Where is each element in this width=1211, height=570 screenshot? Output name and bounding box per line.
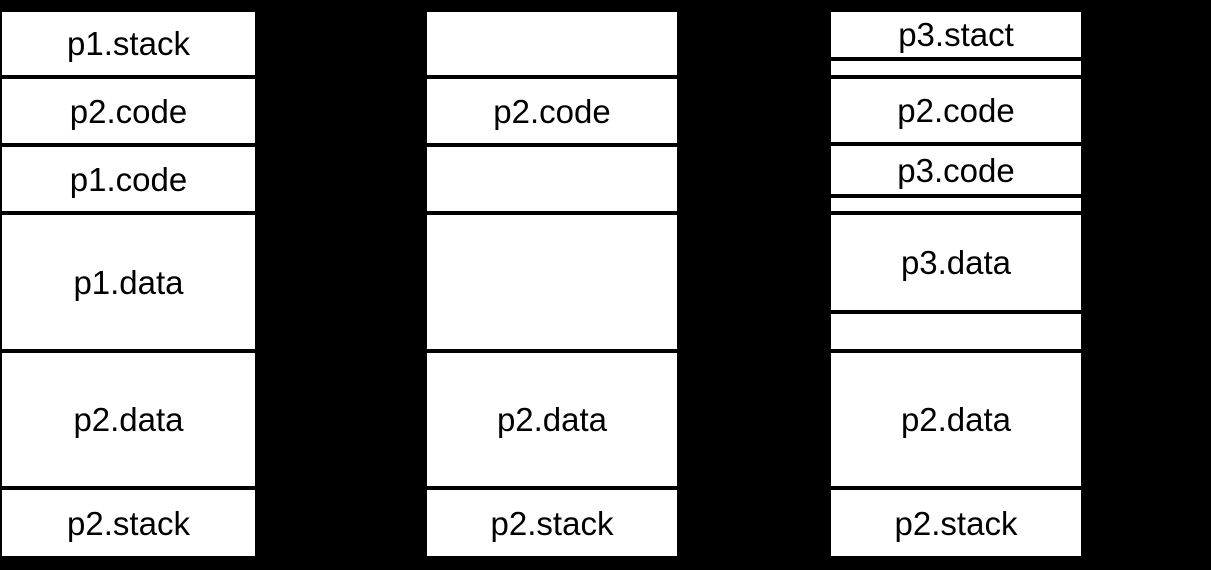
memory-block-label: p2.code	[69, 92, 188, 130]
block-p2-data: p2.data	[0, 351, 257, 488]
block-p1-stack: p1.stack	[0, 10, 257, 77]
memory-block-label: p1.code	[69, 160, 188, 198]
block-p3-stact: p3.stact	[829, 10, 1083, 59]
memory-block-label: p2.stack	[67, 504, 190, 542]
memory-state-2: p2.code p2.data p2.stack	[425, 10, 679, 558]
memory-block-label: p1.data	[73, 263, 184, 301]
block-p3-data: p3.data	[829, 213, 1083, 312]
block-free	[425, 145, 679, 213]
block-free	[425, 10, 679, 77]
block-p2-code: p2.code	[0, 77, 257, 145]
memory-block-label: p3.stact	[898, 16, 1014, 53]
block-free	[829, 312, 1083, 351]
block-p1-code: p1.code	[0, 145, 257, 213]
memory-block-label: p3.code	[897, 151, 1015, 189]
block-free	[829, 196, 1083, 213]
memory-block-label: p2.stack	[490, 504, 614, 542]
memory-block-label: p2.code	[493, 92, 611, 130]
memory-block-label: p3.data	[900, 244, 1012, 281]
block-p2-data: p2.data	[829, 351, 1083, 488]
block-p2-stack: p2.stack	[829, 488, 1083, 558]
block-p2-code: p2.code	[829, 77, 1083, 144]
block-free	[829, 59, 1083, 77]
memory-state-1: p1.stack p2.code p1.code p1.data p2.data p2.s…	[0, 10, 257, 558]
block-p2-stack: p2.stack	[0, 488, 257, 558]
memory-block-label: p2.stack	[894, 504, 1018, 542]
memory-block-label: p2.code	[897, 92, 1015, 129]
memory-block-label: p1.stack	[67, 25, 190, 62]
memory-block-label: p2.data	[496, 401, 608, 438]
block-p2-stack: p2.stack	[425, 488, 679, 558]
block-free	[425, 213, 679, 351]
block-p2-data: p2.data	[425, 351, 679, 488]
block-p3-code: p3.code	[829, 144, 1083, 196]
memory-block-label: p2.data	[73, 401, 184, 438]
block-p1-data: p1.data	[0, 213, 257, 351]
memory-block-label: p2.data	[900, 401, 1012, 438]
block-p2-code: p2.code	[425, 77, 679, 145]
memory-state-3: p3.stact p2.code p3.code p3.data p2.data p2.s…	[829, 10, 1083, 558]
